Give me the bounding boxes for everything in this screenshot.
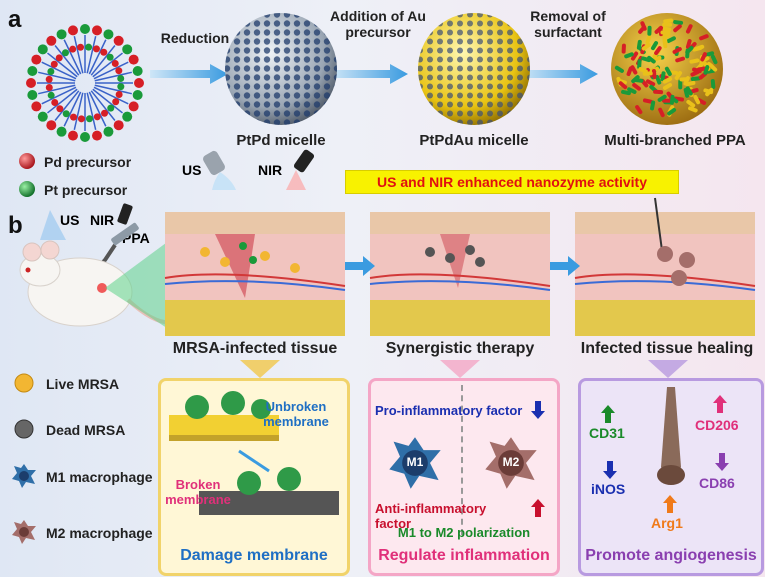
dead-mrsa-icon <box>14 419 34 439</box>
step-removal: Removal of surfactant <box>530 8 606 40</box>
label-ptpdau-micelle: PtPdAu micelle <box>419 132 529 149</box>
regulate-inflammation-title: Regulate inflammation <box>378 547 550 564</box>
mouse-us-label: US <box>60 212 80 228</box>
arrow-therapy-to-healing <box>550 256 580 276</box>
legend-pd-precursor: Pd precursor <box>44 154 132 170</box>
m2-macrophage-cell <box>485 437 537 489</box>
m2-macrophage-icon <box>12 520 36 544</box>
m1-macrophage-cell <box>389 437 441 489</box>
live-mrsa-icon <box>14 373 34 393</box>
chevron-down-icon <box>648 360 688 378</box>
unbroken-membrane-label: Unbroken membrane <box>263 399 329 429</box>
cd86-label: CD86 <box>699 475 735 491</box>
ptpd-micelle-sphere <box>225 13 337 125</box>
precursor-micelle-illustration <box>26 24 144 142</box>
arrow-up-icon <box>601 405 615 423</box>
m2-label: M2 <box>502 455 520 469</box>
cd206-label: CD206 <box>695 417 739 433</box>
m1-macrophage-icon <box>12 464 36 488</box>
promote-angiogenesis-title: Promote angiogenesis <box>585 547 757 564</box>
ptpdau-micelle-sphere <box>418 13 530 125</box>
removal-arrow <box>520 64 598 84</box>
damage-membrane-title: Damage membrane <box>180 547 328 564</box>
nir-laser-icon <box>286 149 315 190</box>
label-synergistic-therapy: Synergistic therapy <box>385 340 535 357</box>
tissue-healing <box>574 197 756 336</box>
probe-nir-label: NIR <box>258 162 283 178</box>
pro-inflammatory-label: Pro-inflammatory factor <box>375 403 523 418</box>
tissue-therapy <box>369 212 551 336</box>
membrane-illustration <box>169 391 339 515</box>
mouse-illustration <box>19 203 181 330</box>
arrow-up-icon <box>713 395 727 413</box>
hair-follicle-illustration <box>657 387 685 485</box>
pd-precursor-icon <box>19 153 35 169</box>
ultrasound-probe-icon <box>203 150 236 190</box>
legend-dead-mrsa: Dead MRSA <box>46 422 126 438</box>
broken-membrane-label: Broken membrane <box>165 477 231 507</box>
arrow-down-icon <box>603 461 617 479</box>
damage-membrane-box: Unbroken membrane Broken membrane Damage… <box>158 378 350 576</box>
chevron-down-icon <box>440 360 480 378</box>
legend-pt-precursor: Pt precursor <box>44 182 128 198</box>
m1-label: M1 <box>406 455 424 469</box>
mouse-nir-label: NIR <box>90 212 115 228</box>
regulate-inflammation-box: Pro-inflammatory factor M1 M2 Anti-infla… <box>368 378 560 576</box>
arrow-up-icon <box>531 499 545 517</box>
label-infected-tissue: MRSA-infected tissue <box>172 340 338 357</box>
cd31-label: CD31 <box>589 425 625 441</box>
label-tissue-healing: Infected tissue healing <box>580 340 754 357</box>
arg1-label: Arg1 <box>651 515 683 531</box>
divider-line <box>461 385 463 535</box>
addition-arrow <box>330 64 408 84</box>
legend-live-mrsa: Live MRSA <box>46 376 120 392</box>
chevron-down-icon <box>240 360 280 378</box>
panel-b-letter: b <box>8 212 23 239</box>
arrow-infected-to-therapy <box>345 256 375 276</box>
pt-precursor-icon <box>19 181 35 197</box>
legend-m2-macrophage: M2 macrophage <box>46 525 153 541</box>
enhanced-activity-banner: US and NIR enhanced nanozyme activity <box>345 170 679 194</box>
anti-inflammatory-label: Anti-inflammatory factor <box>375 501 487 531</box>
label-multi-branched-ppa: Multi-branched PPA <box>604 132 746 149</box>
inos-label: iNOS <box>591 481 626 497</box>
promote-angiogenesis-box: CD31 CD206 iNOS CD86 Arg1 Promote angiog… <box>578 378 764 576</box>
step-reduction: Reduction <box>160 30 230 46</box>
tissue-infected <box>164 212 346 336</box>
step-addition: Addition of Au precursor <box>330 8 426 40</box>
panel-a-letter: a <box>8 6 22 33</box>
arrow-up-icon <box>663 495 677 513</box>
reduction-arrow <box>150 64 228 84</box>
arrow-down-icon <box>715 453 729 471</box>
legend-m1-macrophage: M1 macrophage <box>46 469 153 485</box>
multi-branched-ppa-sphere <box>611 13 723 125</box>
arrow-down-icon <box>531 401 545 419</box>
label-ptpd-micelle: PtPd micelle <box>236 132 326 149</box>
probe-us-label: US <box>182 162 202 178</box>
polarization-label: M1 to M2 polarization <box>397 525 531 540</box>
